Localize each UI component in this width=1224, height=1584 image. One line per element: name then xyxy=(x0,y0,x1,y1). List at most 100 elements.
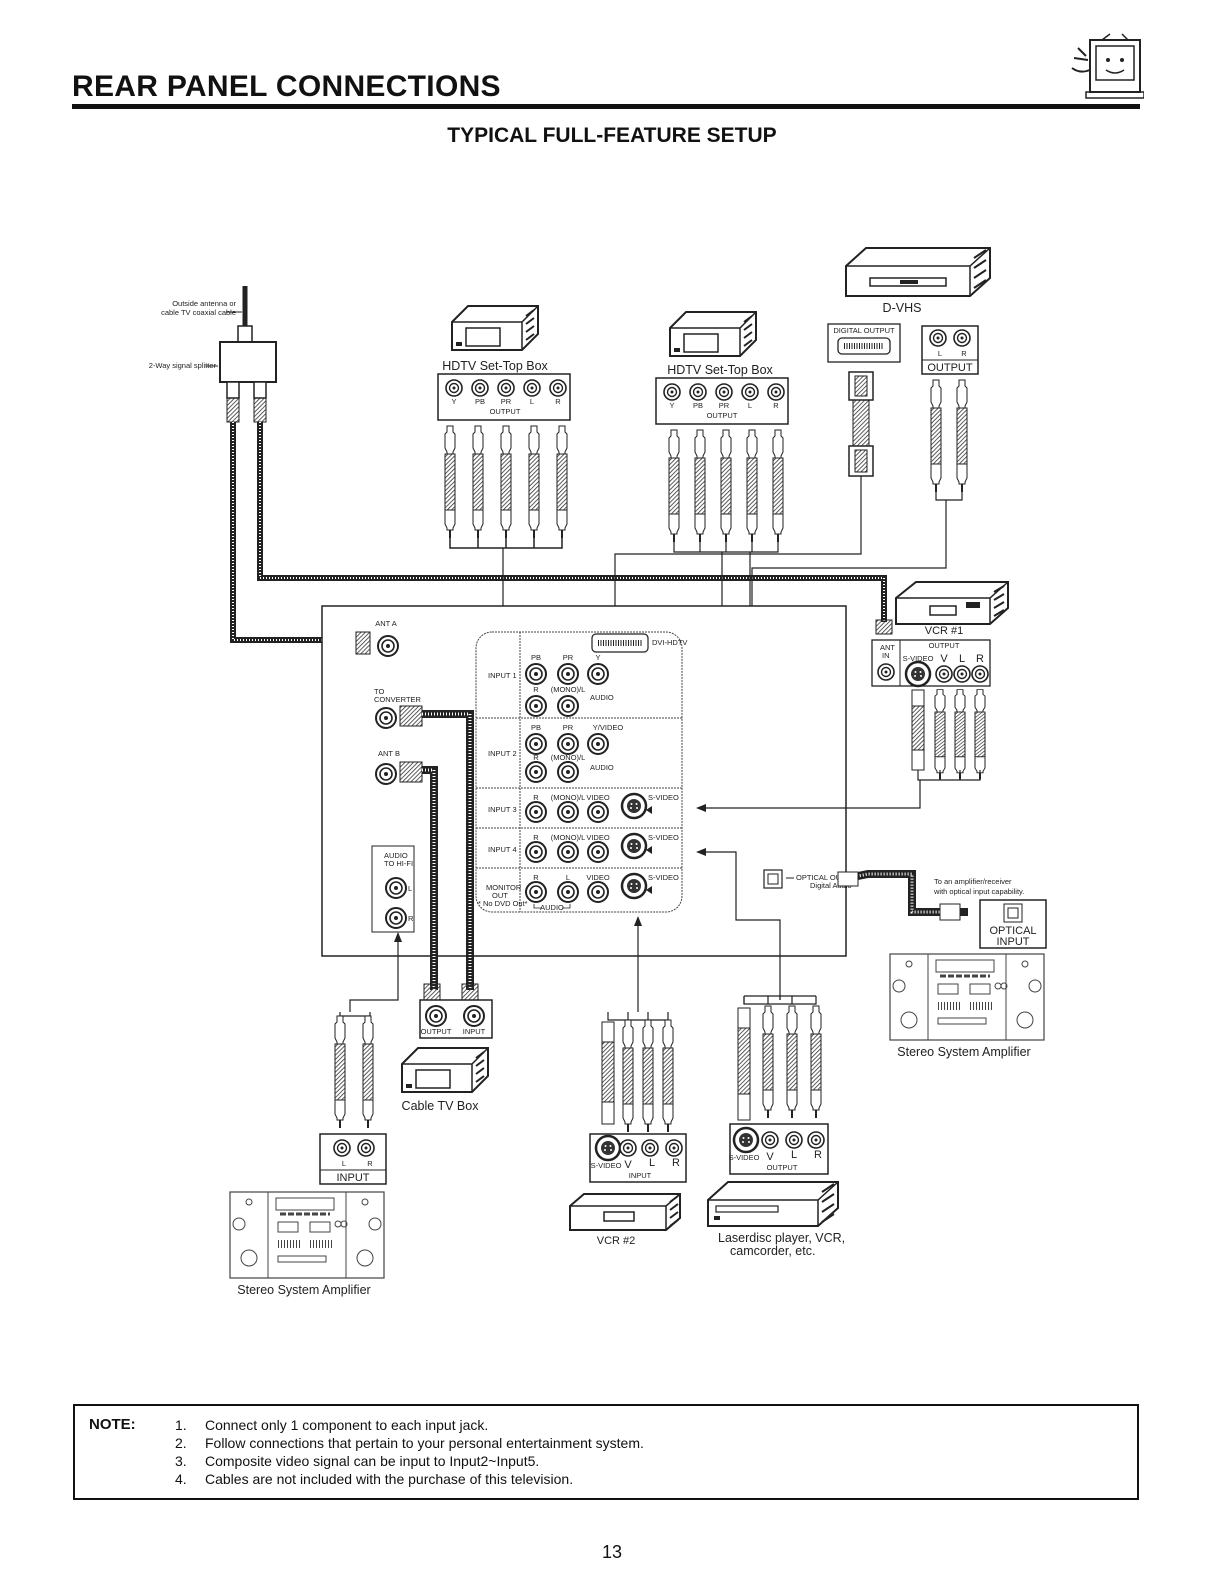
laserdisc-player xyxy=(707,1181,839,1227)
vcr2-r-label: R xyxy=(672,1157,680,1169)
cable-box-input-jack[interactable] xyxy=(463,1005,485,1027)
input2-yvideo-jack[interactable] xyxy=(587,733,609,755)
hifi-l-jack[interactable] xyxy=(385,877,407,899)
vcr2-label: VCR #2 xyxy=(597,1235,636,1247)
splitter-cable-b-end xyxy=(253,397,267,423)
input2-mono-label: (MONO)/L xyxy=(551,753,586,762)
amp-left-r-jack[interactable] xyxy=(357,1139,375,1157)
cable-tv-box-label: Cable TV Box xyxy=(402,1099,480,1113)
input4-audio-r-jack[interactable] xyxy=(525,841,547,863)
vcr1-r-label: R xyxy=(976,653,984,665)
vcr1-l-jack[interactable] xyxy=(953,665,971,683)
dvhs-audio-cable-l xyxy=(930,379,942,493)
vcr1-r-jack[interactable] xyxy=(971,665,989,683)
input2-audio-l-jack[interactable] xyxy=(557,761,579,783)
note-item-number: 3. xyxy=(175,1453,187,1469)
dvhs-r-label: R xyxy=(961,349,967,358)
input2-pb-jack[interactable] xyxy=(525,733,547,755)
note-item-text: Cables are not included with the purchas… xyxy=(205,1471,574,1487)
input1-audio-l-jack[interactable] xyxy=(557,695,579,717)
input3-video-jack[interactable] xyxy=(587,801,609,823)
ant-a-jack[interactable] xyxy=(377,635,399,657)
hdtv-2-l-label: L xyxy=(748,401,752,410)
hdtv-box-1-label: HDTV Set-Top Box xyxy=(442,359,548,373)
vcr1-svideo-jack[interactable] xyxy=(904,660,932,688)
antenna-label-2: cable TV coaxial cable xyxy=(161,308,236,317)
hdtv-box-2-cables xyxy=(668,429,784,543)
monitor-out-r-jack[interactable] xyxy=(525,881,547,903)
ant-b-jack[interactable] xyxy=(375,763,397,785)
note-item: 4. Cables are not included with the purc… xyxy=(175,1470,644,1488)
input1-audio-r-jack[interactable] xyxy=(525,695,547,717)
vcr1-in-label: IN xyxy=(882,651,890,660)
laserdisc-l-label: L xyxy=(791,1149,797,1161)
optical-out-port[interactable] xyxy=(763,869,783,889)
input3-svideo-jack[interactable] xyxy=(620,792,648,820)
optical-input-label-2: INPUT xyxy=(997,936,1030,948)
monitor-out-l-jack[interactable] xyxy=(557,881,579,903)
input1-pb-jack[interactable] xyxy=(525,663,547,685)
laserdisc-l-jack[interactable] xyxy=(785,1131,803,1149)
input4-audio-l-jack[interactable] xyxy=(557,841,579,863)
stereo-amp-right-label: Stereo System Amplifier xyxy=(897,1045,1030,1059)
hdtv-set-top-box-2 xyxy=(669,311,757,357)
input1-y-jack[interactable] xyxy=(587,663,609,685)
optical-input-label: OPTICAL xyxy=(989,925,1036,937)
input2-pr-jack[interactable] xyxy=(557,733,579,755)
amp-left-l-jack[interactable] xyxy=(333,1139,351,1157)
hifi-r-label: R xyxy=(408,914,414,923)
laserdisc-r-jack[interactable] xyxy=(807,1131,825,1149)
laserdisc-to-input4-line xyxy=(700,851,781,1000)
input4-svideo-jack[interactable] xyxy=(620,832,648,860)
monitor-out-video-jack[interactable] xyxy=(587,881,609,903)
audio-hifi-label-2: TO HI-FI xyxy=(384,859,413,868)
vcr1-to-input3-line xyxy=(700,780,921,809)
page-title: REAR PANEL CONNECTIONS xyxy=(72,70,501,103)
laserdisc-video-jack[interactable] xyxy=(761,1131,779,1149)
input2-yvideo-label: Y/VIDEO xyxy=(593,723,624,732)
cable-box-output-jack[interactable] xyxy=(425,1005,447,1027)
vcr2-video-jack[interactable] xyxy=(619,1139,637,1157)
input1-label: INPUT 1 xyxy=(488,671,517,680)
input4-mono-label: (MONO)/L xyxy=(551,833,586,842)
vcr2-svideo-label: S-VIDEO xyxy=(591,1161,622,1170)
hdtv-1-output-label: OUTPUT xyxy=(490,407,521,416)
input4-video-jack[interactable] xyxy=(587,841,609,863)
laserdisc-v-label: V xyxy=(766,1151,774,1163)
vcr1-label: VCR #1 xyxy=(925,625,964,637)
monitor-r-label: R xyxy=(533,873,539,882)
input2-audio-r-jack[interactable] xyxy=(525,761,547,783)
hifi-r-jack[interactable] xyxy=(385,907,407,929)
vcr2-l-jack[interactable] xyxy=(641,1139,659,1157)
note-heading: NOTE: xyxy=(89,1416,136,1433)
dvi-line xyxy=(614,476,862,640)
to-converter-jack[interactable] xyxy=(375,707,397,729)
input3-audio-l-jack[interactable] xyxy=(557,801,579,823)
hdtv-1-l-label: L xyxy=(530,397,534,406)
hifi-cable-r xyxy=(362,1015,374,1129)
vcr1-ant-in-jack[interactable] xyxy=(877,663,895,681)
laserdisc-output-label: OUTPUT xyxy=(767,1163,798,1172)
input4-r-label: R xyxy=(533,833,539,842)
input1-pr-jack[interactable] xyxy=(557,663,579,685)
input4-svideo-label: S-VIDEO xyxy=(648,833,679,842)
note-item: 2. Follow connections that pertain to yo… xyxy=(175,1434,644,1452)
input3-r-label: R xyxy=(533,793,539,802)
splitter-cable-a-end xyxy=(226,397,240,423)
input3-video-label: VIDEO xyxy=(586,793,610,802)
vcr2-svideo-jack[interactable] xyxy=(594,1134,622,1162)
monitor-out-svideo-jack[interactable] xyxy=(620,872,648,900)
vcr2-r-jack[interactable] xyxy=(665,1139,683,1157)
note-item-text: Connect only 1 component to each input j… xyxy=(205,1417,489,1433)
monitor-out-label: MONITOR xyxy=(486,883,522,892)
laserdisc-svideo-jack[interactable] xyxy=(732,1126,760,1154)
vcr1-video-jack[interactable] xyxy=(935,665,953,683)
note-item-text: Follow connections that pertain to your … xyxy=(205,1435,644,1451)
input1-pr-label: PR xyxy=(563,653,574,662)
hdtv-1-y-label: Y xyxy=(451,397,456,406)
laserdisc-r-label: R xyxy=(814,1149,822,1161)
vcr1-output-label: OUTPUT xyxy=(929,641,960,650)
hdtv-2-y-label: Y xyxy=(669,401,674,410)
dvi-hdtv-port[interactable] xyxy=(591,633,649,653)
input3-audio-r-jack[interactable] xyxy=(525,801,547,823)
